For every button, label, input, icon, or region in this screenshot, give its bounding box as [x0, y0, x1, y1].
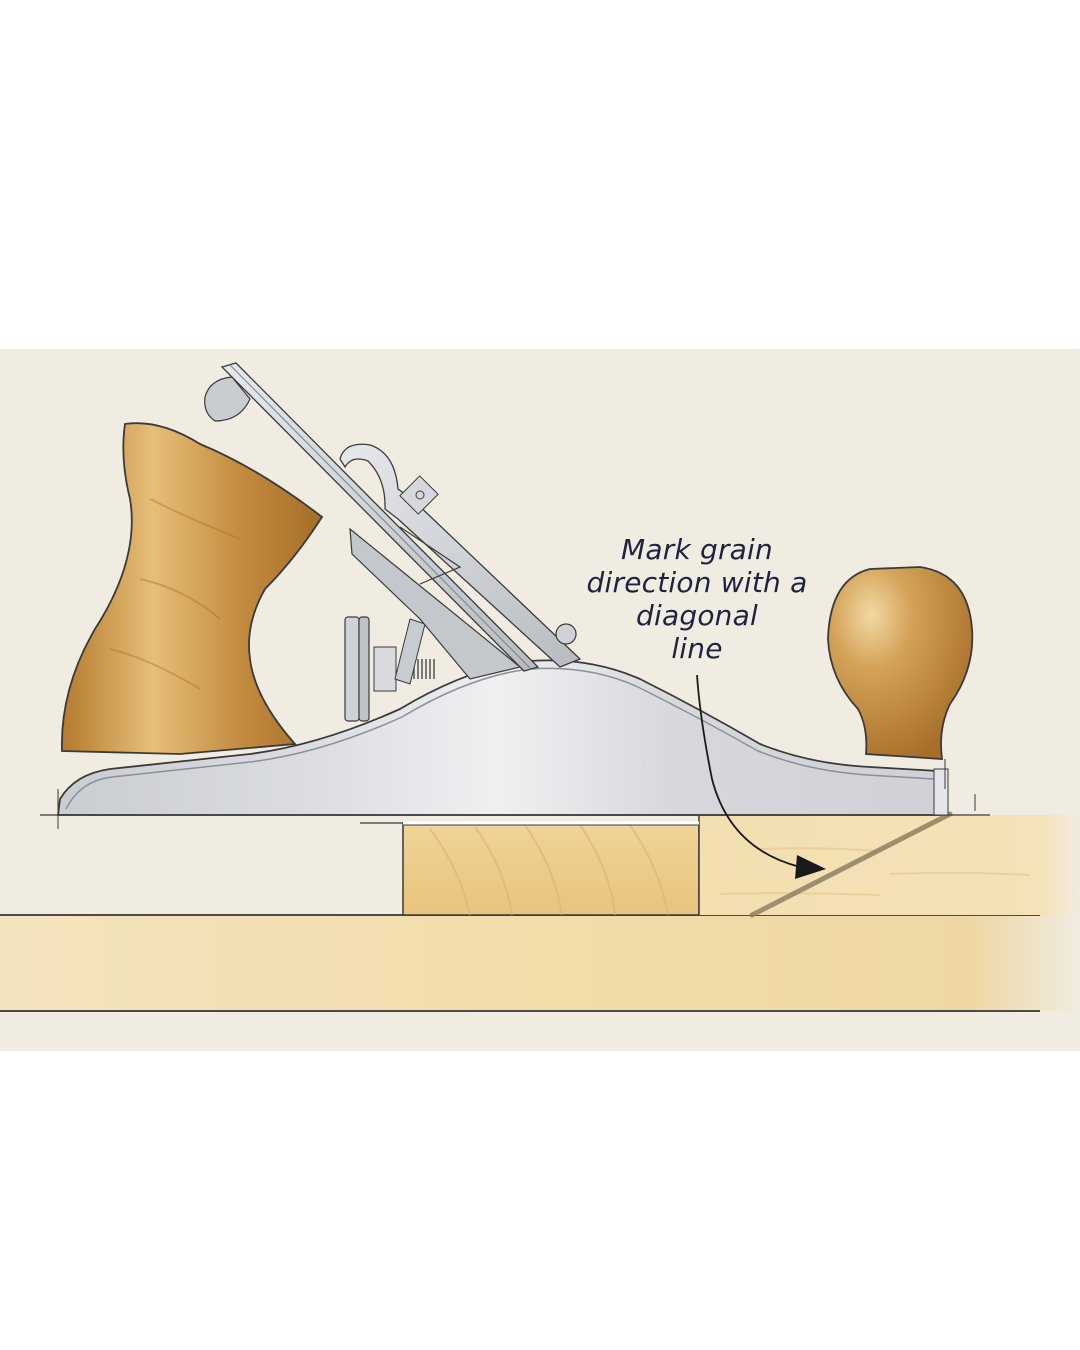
- front-knob: [827, 566, 974, 760]
- callout-line-4: line: [671, 632, 723, 665]
- diagonal-grain-mark: [749, 811, 953, 918]
- callout-label: Mark grain direction with a diagonal lin…: [552, 533, 842, 665]
- bench-surface: [0, 914, 1080, 1012]
- callout-line-1: Mark grain: [621, 533, 773, 566]
- callout-arrow: [696, 674, 826, 879]
- lever-cap: [339, 443, 582, 668]
- board: [360, 815, 1080, 916]
- callout-line-2: direction with a: [586, 566, 808, 599]
- rear-handle: [61, 422, 324, 755]
- iron-and-chipbreaker: [204, 362, 540, 672]
- frog: [349, 527, 522, 680]
- callout-line-3: diagonal: [636, 599, 758, 632]
- illustration-panel: Mark grain direction with a diagonal lin…: [0, 349, 1080, 1051]
- hand-plane-illustration: [0, 362, 1080, 1012]
